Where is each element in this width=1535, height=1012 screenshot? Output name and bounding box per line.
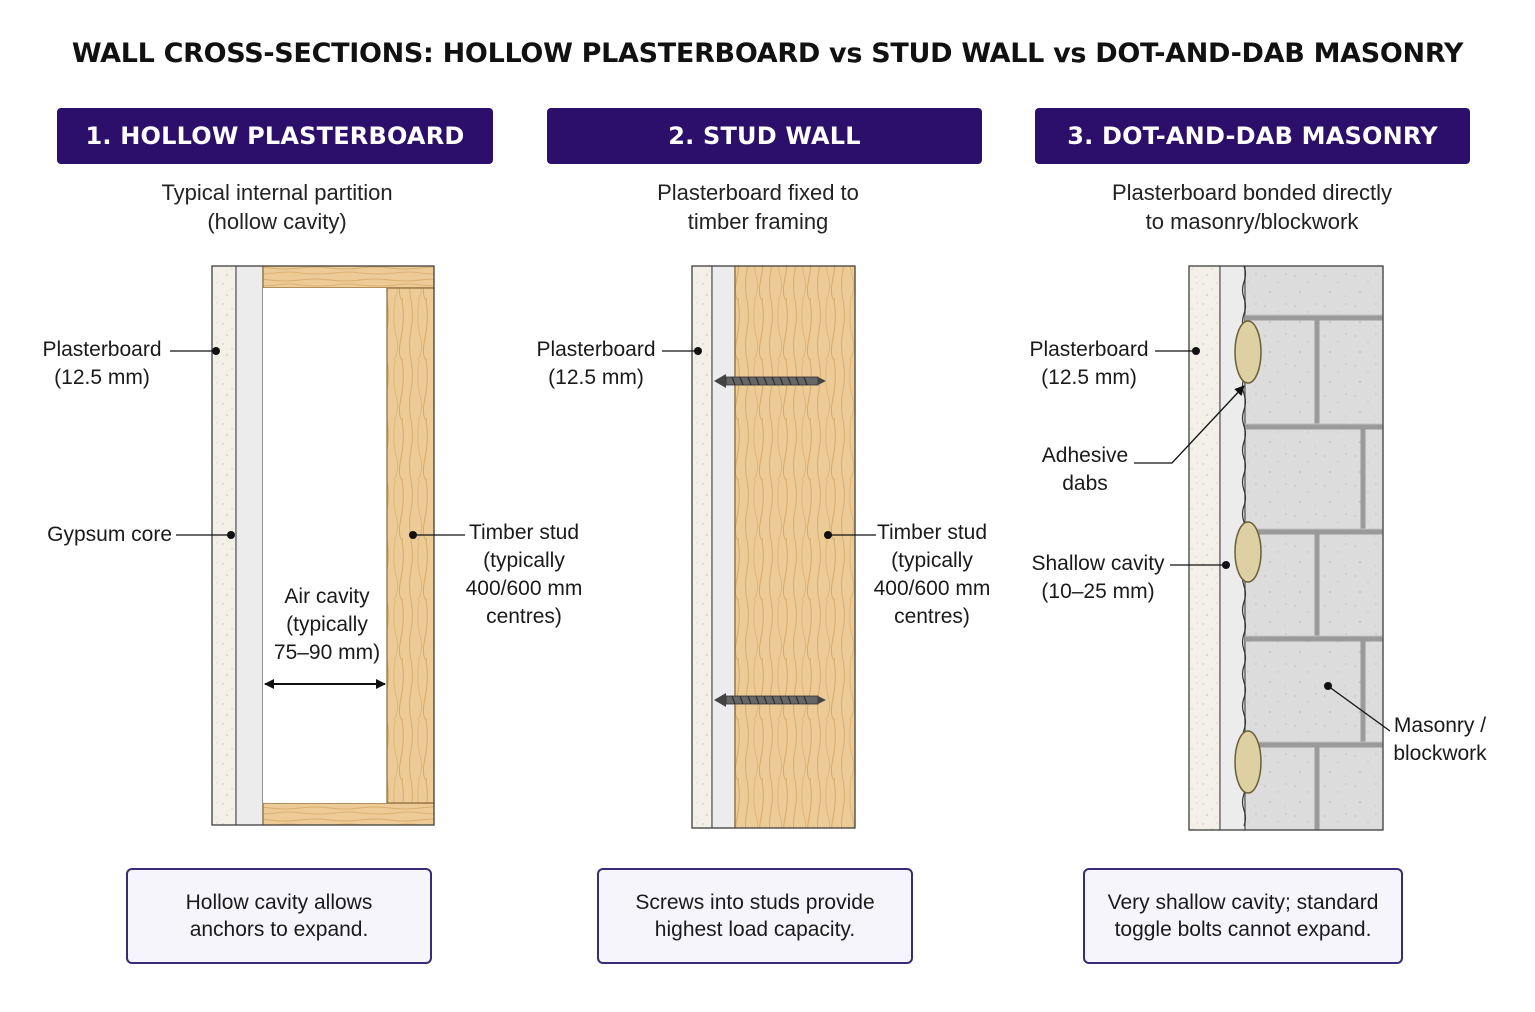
bottom-plate bbox=[262, 802, 435, 826]
timber-stud bbox=[734, 265, 856, 829]
screw-upper bbox=[714, 374, 826, 388]
panel-1-note: Hollow cavity allows anchors to expand. bbox=[126, 868, 432, 964]
plasterboard-face bbox=[211, 265, 237, 826]
label-plasterboard-1: Plasterboard (12.5 mm) bbox=[42, 338, 162, 389]
label-timber-stud-1: Timber stud (typically 400/600 mm centre… bbox=[465, 521, 583, 628]
label-gypsum-core: Gypsum core bbox=[47, 523, 172, 546]
panel-3-heading: 3. DOT-AND-DAB MASONRY bbox=[1035, 108, 1470, 164]
panel-3-note: Very shallow cavity; standard toggle bol… bbox=[1083, 868, 1403, 964]
gypsum-core bbox=[235, 265, 264, 826]
label-air-cavity: Air cavity (typically 75–90 mm) bbox=[273, 585, 381, 664]
gypsum-core bbox=[711, 265, 736, 829]
plasterboard-marker bbox=[694, 347, 702, 355]
top-plate bbox=[262, 265, 435, 289]
adhesive-dab-lower bbox=[1234, 730, 1262, 794]
gypsum-marker bbox=[227, 531, 235, 539]
adhesive-dab-middle bbox=[1234, 521, 1262, 583]
masonry-marker bbox=[1324, 682, 1332, 690]
panel-2-note: Screws into studs provide highest load c… bbox=[597, 868, 913, 964]
panel-1-subtitle: Typical internal partition (hollow cavit… bbox=[161, 180, 393, 234]
plasterboard-marker bbox=[1192, 347, 1200, 355]
panel-2-heading: 2. STUD WALL bbox=[547, 108, 982, 164]
timber-stud bbox=[386, 287, 435, 804]
panel-3-subtitle: Plasterboard bonded directly to masonry/… bbox=[1111, 180, 1393, 234]
stud-marker bbox=[409, 531, 417, 539]
label-plasterboard-3: Plasterboard (12.5 mm) bbox=[1029, 338, 1149, 389]
label-shallow-cavity: Shallow cavity (10–25 mm) bbox=[1031, 552, 1165, 603]
label-adhesive-dabs: Adhesive dabs bbox=[1041, 444, 1129, 495]
label-plasterboard-2: Plasterboard (12.5 mm) bbox=[536, 338, 656, 389]
screw-lower bbox=[714, 693, 826, 707]
cavity-marker bbox=[1222, 561, 1230, 569]
mortar-joints bbox=[1245, 315, 1383, 830]
label-timber-stud-2: Timber stud (typically 400/600 mm centre… bbox=[873, 521, 991, 628]
panel-1-section bbox=[170, 265, 465, 826]
air-cavity bbox=[263, 288, 387, 803]
label-masonry: Masonry / blockwork bbox=[1393, 714, 1487, 765]
masonry-blockwork bbox=[1244, 265, 1384, 831]
panel-2-subtitle: Plasterboard fixed to timber framing bbox=[657, 180, 859, 234]
page-title: WALL CROSS-SECTIONS: HOLLOW PLASTERBOARD… bbox=[71, 38, 1464, 69]
panel-2-section bbox=[662, 265, 876, 829]
panel-3-section bbox=[1134, 265, 1391, 831]
plasterboard-marker bbox=[212, 347, 220, 355]
adhesive-dab-upper bbox=[1234, 320, 1262, 384]
stud-marker bbox=[824, 531, 832, 539]
panel-1-heading: 1. HOLLOW PLASTERBOARD bbox=[57, 108, 493, 164]
